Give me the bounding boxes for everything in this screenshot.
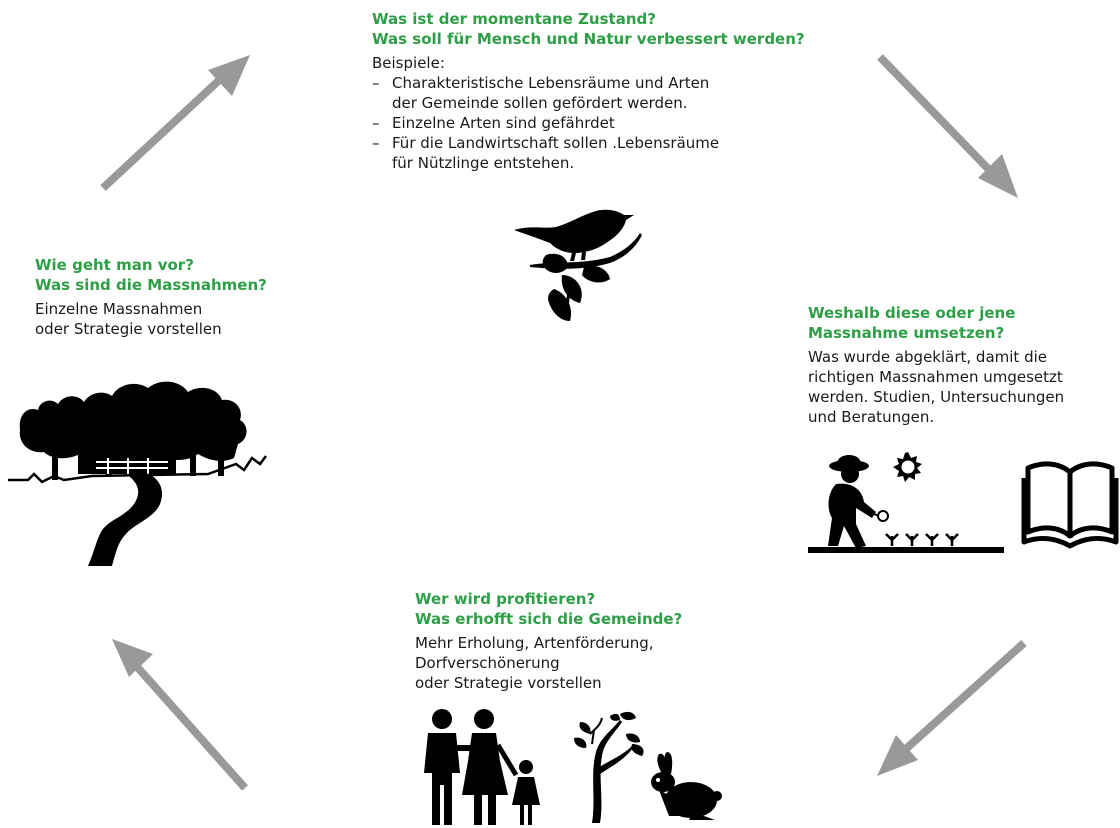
right-heading-line-2: Massnahme umsetzen?	[808, 324, 1005, 342]
list-item: Einzelne Arten sind gefährdet	[372, 113, 805, 133]
bottom-heading-line-1: Wer wird profitieren?	[415, 590, 596, 608]
left-body: Einzelne Massnahmen oder Strategie vorst…	[35, 299, 267, 339]
bottom-body: Mehr Erholung, Artenförderung, Dorfversc…	[415, 633, 682, 693]
landscape-icon	[8, 381, 267, 566]
right-section: Weshalb diese oder jene Massnahme umsetz…	[808, 303, 1064, 427]
family-icon	[424, 709, 540, 825]
top-intro: Beispiele:	[372, 54, 445, 72]
arrow-head	[978, 154, 1018, 198]
list-item-line: der Gemeinde sollen gefördert werden.	[392, 94, 688, 112]
body-line: Was wurde abgeklärt, damit die	[808, 348, 1047, 366]
bird-icon	[514, 209, 642, 321]
list-item-line: Charakteristische Lebensräume und Arten	[392, 74, 710, 92]
arrow-bottom-right	[895, 640, 1027, 759]
right-body: Was wurde abgeklärt, damit die richtigen…	[808, 347, 1064, 427]
list-item: Charakteristische Lebensräume und Arten …	[372, 73, 805, 113]
book-icon	[1021, 461, 1119, 549]
top-heading-line-1: Was ist der momentane Zustand?	[372, 10, 656, 28]
body-line: oder Strategie vorstellen	[415, 674, 602, 692]
body-line: richtigen Massnahmen umgesetzt	[808, 368, 1063, 386]
top-section: Was ist der momentane Zustand? Was soll …	[372, 9, 805, 173]
researcher-icon	[808, 455, 1004, 553]
arrow-head	[112, 639, 153, 677]
list-item: Für die Landwirtschaft sollen .Lebensräu…	[372, 133, 805, 173]
list-item-line: für Nützlinge entstehen.	[392, 154, 575, 172]
body-line: werden. Studien, Untersuchungen	[808, 388, 1065, 406]
body-line: Einzelne Massnahmen	[35, 300, 203, 318]
rabbit-icon	[651, 752, 722, 820]
left-section: Wie geht man vor? Was sind die Massnahme…	[35, 255, 267, 339]
left-heading-line-2: Was sind die Massnahmen?	[35, 276, 267, 294]
left-heading-line-1: Wie geht man vor?	[35, 256, 194, 274]
top-heading-line-2: Was soll für Mensch und Natur verbessert…	[372, 30, 805, 48]
list-item-line: Für die Landwirtschaft sollen .Lebensräu…	[392, 134, 720, 152]
arrow-bottom-left	[128, 657, 248, 791]
arrow-head	[208, 55, 250, 96]
list-item-line: Einzelne Arten sind gefährdet	[392, 114, 615, 132]
body-line: oder Strategie vorstellen	[35, 320, 222, 338]
bottom-heading-line-2: Was erhofft sich die Gemeinde?	[415, 610, 683, 628]
arrow-head	[877, 735, 918, 776]
arrow-top-left	[100, 69, 231, 191]
body-line: und Beratungen.	[808, 408, 935, 426]
sapling-icon	[574, 711, 644, 823]
arrow-top-right	[877, 54, 1002, 183]
bottom-section: Wer wird profitieren? Was erhofft sich d…	[415, 589, 682, 693]
right-heading-line-1: Weshalb diese oder jene	[808, 304, 1016, 322]
body-line: Dorfverschönerung	[415, 654, 560, 672]
body-line: Mehr Erholung, Artenförderung,	[415, 634, 654, 652]
ground-line	[808, 547, 1004, 553]
top-examples-list: Charakteristische Lebensräume und Arten …	[372, 73, 805, 173]
sun-icon	[893, 452, 922, 482]
